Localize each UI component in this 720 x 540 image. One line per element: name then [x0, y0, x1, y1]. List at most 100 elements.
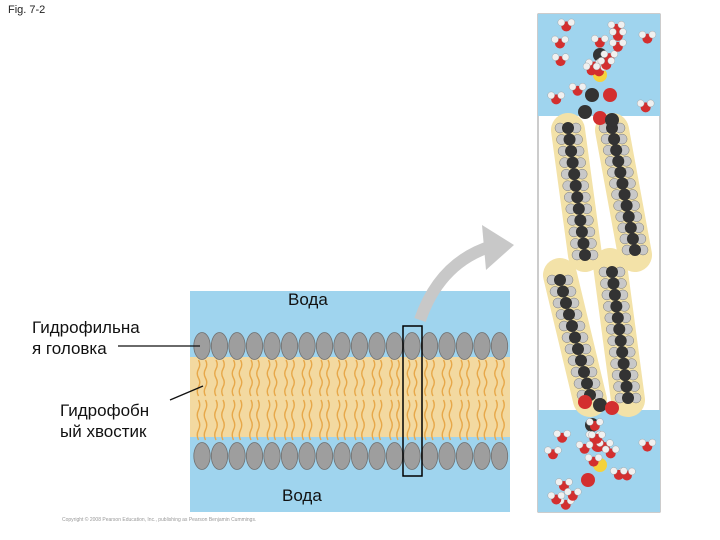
water-hydrogen-atom [565, 478, 573, 486]
lipid-tail [389, 359, 393, 397]
carbon-atom [610, 300, 623, 313]
lipid-tail [494, 359, 498, 397]
carbon-atom [585, 88, 599, 102]
lipid-head [473, 332, 491, 360]
water-label-bottom: Вода [282, 486, 322, 505]
water-hydrogen-atom [628, 467, 636, 476]
water-hydrogen-atom [586, 418, 594, 426]
lipid-head [298, 332, 316, 360]
lipid-tail [336, 399, 341, 441]
figure-label: Fig. 7-2 [8, 4, 46, 16]
carbon-atom [608, 133, 621, 146]
water-hydrogen-atom [610, 50, 618, 58]
lipid-tail [319, 359, 323, 397]
carbon-atom [557, 285, 569, 298]
carbon-atom [571, 191, 584, 204]
lipid-tail [196, 399, 201, 441]
carbon-atom [626, 232, 639, 245]
lipid-tail [249, 399, 253, 441]
lipid-head [420, 442, 439, 470]
lipid-tail [501, 399, 505, 441]
lipid-tail [378, 399, 383, 441]
lipid-head [350, 332, 369, 360]
hydrophobic-tail-label: Гидрофобн ый хвостик [60, 400, 190, 442]
copyright-text: Copyright © 2008 Pearson Education, Inc.… [62, 517, 257, 523]
lipid-tail [319, 399, 323, 441]
hydrophobic-tail-label-line1: Гидрофобн [60, 401, 150, 420]
carbon-atom [605, 113, 619, 127]
lipid-head [280, 332, 299, 360]
water-hydrogen-atom [557, 91, 565, 100]
lipid-tail [354, 359, 358, 397]
lipid-head [403, 442, 421, 470]
oxygen-atom [578, 395, 592, 409]
carbon-atom [612, 155, 625, 168]
lipid-tail [361, 399, 365, 441]
oxygen-atom [581, 473, 595, 487]
carbon-atom [614, 166, 627, 179]
lipid-tail [396, 359, 400, 397]
lipid-tail [459, 399, 463, 441]
lipid-tail [214, 359, 218, 397]
lipid-head [263, 442, 281, 470]
carbon-atom [565, 145, 578, 158]
water-hydrogen-atom [557, 491, 565, 500]
lipid-tail [256, 359, 260, 397]
lipid-tail [424, 359, 428, 397]
carbon-atom [578, 366, 590, 378]
water-hydrogen-atom [596, 418, 604, 426]
lipid-head [490, 332, 509, 360]
water-hydrogen-atom [563, 430, 571, 438]
carbon-atom [614, 334, 627, 347]
water-hydrogen-atom [551, 53, 560, 61]
lipid-head [455, 442, 474, 470]
water-hydrogen-atom [574, 488, 582, 496]
lipid-tail [361, 359, 365, 397]
lipid-head [280, 442, 299, 470]
oxygen-atom [603, 88, 617, 102]
carbon-atom [593, 398, 607, 412]
carbon-atom [622, 392, 634, 404]
oxygen-atom [593, 111, 607, 125]
carbon-atom [620, 199, 633, 212]
water-hydrogen-atom [547, 491, 555, 500]
water-hydrogen-atom [551, 35, 559, 44]
lipid-tail [413, 359, 418, 397]
carbon-atom [616, 177, 629, 190]
water-hydrogen-atom [561, 53, 570, 61]
lipid-head [438, 332, 456, 360]
lipid-tail [476, 359, 481, 397]
water-hydrogen-atom [619, 39, 627, 47]
water-hydrogen-atom [553, 430, 561, 438]
lipid-head [298, 442, 316, 470]
lipid-head [228, 442, 246, 470]
lipid-tail [501, 359, 505, 397]
water-hydrogen-atom [567, 18, 576, 27]
lipid-tail [256, 399, 260, 441]
water-hydrogen-atom [600, 50, 608, 58]
lipid-tail [284, 359, 288, 397]
lipid-tail [221, 399, 225, 441]
lipid-head [473, 442, 491, 470]
water-hydrogen-atom [620, 467, 628, 475]
molecule-atoms [543, 18, 657, 510]
lipid-tail [483, 399, 488, 441]
lipid-tail [249, 359, 253, 397]
water-hydrogen-atom [554, 446, 562, 454]
lipid-tail [354, 399, 358, 441]
carbon-atom [554, 274, 566, 286]
lipid-head [385, 442, 404, 470]
lipid-tail [273, 359, 278, 397]
carbon-atom [619, 369, 632, 382]
water-hydrogen-atom [547, 91, 555, 100]
lipid-tail [494, 399, 498, 441]
lipid-tail [196, 359, 201, 397]
lipid-tail [284, 399, 288, 441]
lipid-tail [389, 399, 393, 441]
carbon-atom [575, 354, 587, 367]
lipid-tail [371, 359, 376, 397]
carbon-atom [562, 122, 574, 134]
lipid-head [210, 442, 229, 470]
curved-arrow [414, 240, 494, 323]
water-hydrogen-atom [636, 99, 645, 108]
